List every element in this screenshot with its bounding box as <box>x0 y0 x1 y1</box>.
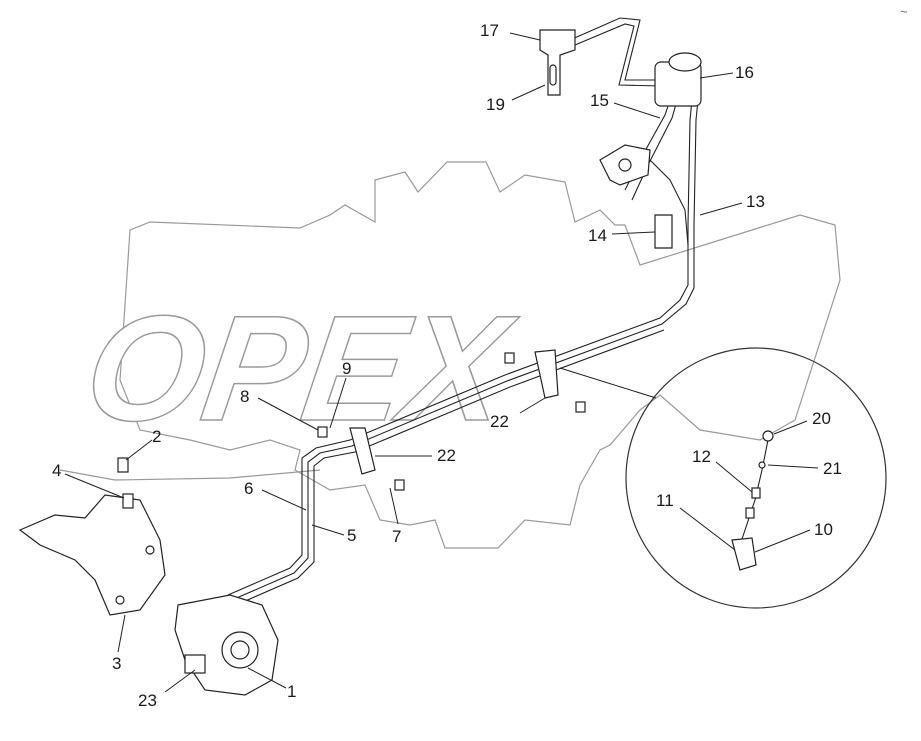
callout-12: 12 <box>692 447 711 466</box>
callout-labels: 17 19 16 15 13 14 9 8 2 4 6 5 7 22 22 3 … <box>52 21 842 710</box>
callout-19: 19 <box>486 95 505 114</box>
detail-parts <box>731 430 774 571</box>
watermark-text: OPEX <box>76 285 525 452</box>
callout-11: 11 <box>656 491 674 510</box>
callout-17: 17 <box>480 21 499 40</box>
detail-leader-line <box>559 367 657 399</box>
clamp-bracket-upper <box>534 349 559 399</box>
watermark-gear <box>59 161 841 549</box>
callout-13: 13 <box>746 192 765 211</box>
callout-22-lower: 22 <box>437 446 456 465</box>
clamp-bracket-lower <box>349 427 376 475</box>
brake-tubes <box>227 17 699 606</box>
tube-clip <box>654 214 673 249</box>
callout-21: 21 <box>823 459 842 478</box>
pump-mount-bracket <box>18 494 166 616</box>
callout-14: 14 <box>588 226 607 245</box>
callout-4: 4 <box>52 461 61 480</box>
callout-8: 8 <box>240 387 249 406</box>
callout-5: 5 <box>347 526 356 545</box>
mount-bracket-top <box>539 29 576 96</box>
fittings <box>117 352 586 509</box>
callout-22-upper: 22 <box>490 412 509 431</box>
callout-6: 6 <box>244 479 253 498</box>
detail-magnifier-circle <box>625 347 887 609</box>
master-cylinder-pump <box>174 594 279 696</box>
callout-23: 23 <box>138 691 157 710</box>
callout-16: 16 <box>735 63 754 82</box>
control-valve <box>599 144 651 186</box>
callout-10: 10 <box>814 520 833 539</box>
callout-3: 3 <box>112 654 121 673</box>
fluid-reservoir <box>654 52 702 107</box>
callout-9: 9 <box>342 359 351 378</box>
callout-7: 7 <box>392 527 401 546</box>
callout-20: 20 <box>812 409 831 428</box>
corner-mark: ~ <box>900 4 908 19</box>
callout-1: 1 <box>287 682 296 701</box>
callout-15: 15 <box>590 91 609 110</box>
leader-lines <box>64 32 819 693</box>
callout-2: 2 <box>152 427 161 446</box>
